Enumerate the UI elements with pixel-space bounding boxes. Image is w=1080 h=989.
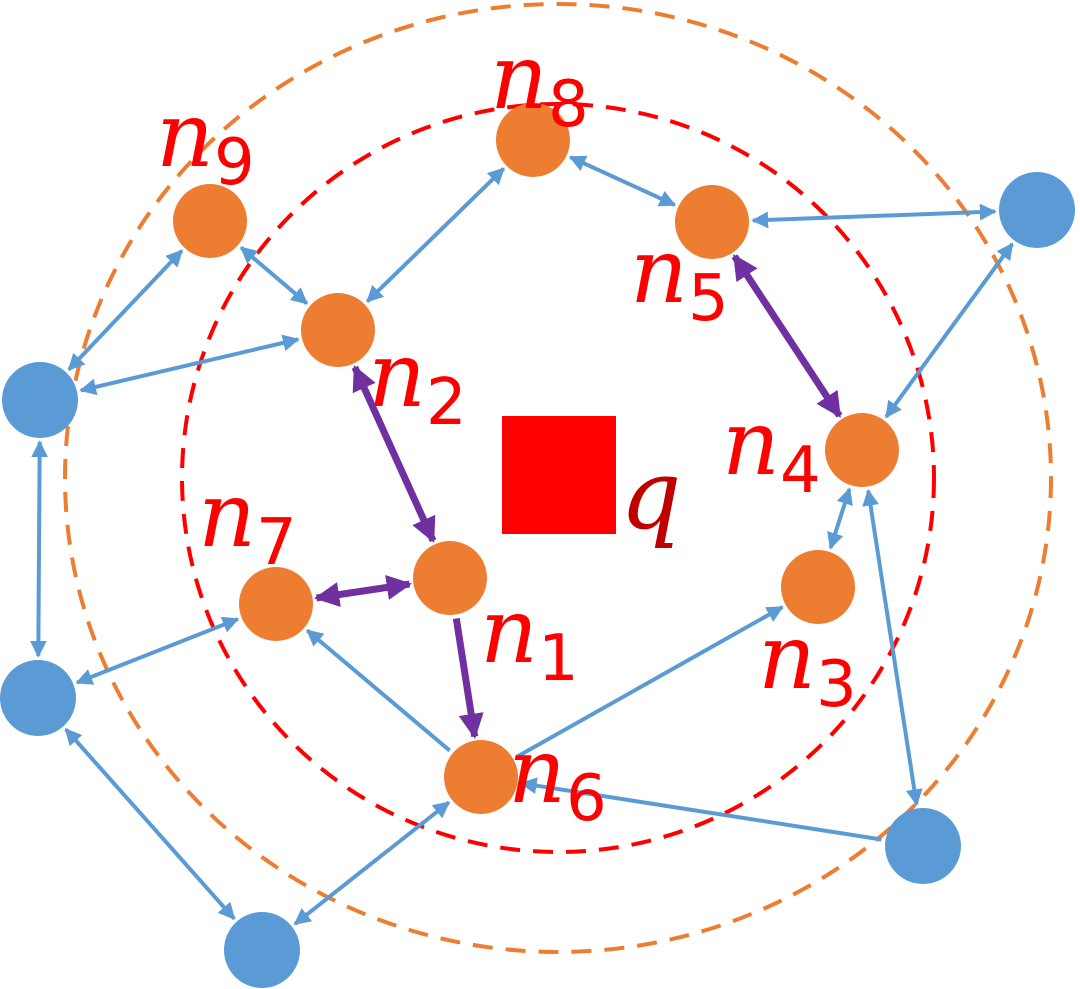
node-n6 [444, 740, 518, 814]
label-n7-sub: 7 [256, 506, 297, 580]
edge-n5-b4 [751, 203, 997, 229]
label-n6-base: n [508, 719, 566, 824]
label-n5: n5 [630, 219, 729, 336]
label-n9-base: n [156, 83, 214, 188]
label-n4-base: n [722, 391, 780, 496]
edge-n8-n2 [365, 167, 506, 303]
label-n6-sub: 6 [566, 762, 607, 836]
edge-n4-b5 [862, 488, 923, 807]
edge-n1-n7 [314, 574, 412, 608]
label-n2-base: n [368, 323, 426, 428]
inner-search-ring [180, 102, 936, 854]
edge-n9-b1 [67, 249, 184, 371]
label-n8-base: n [490, 25, 548, 130]
query-label: q [620, 439, 681, 551]
query-point [502, 416, 616, 534]
outer-search-ring [63, 2, 1053, 954]
edge-b5-n6 [519, 777, 882, 842]
node-n3 [781, 550, 855, 624]
node-n9 [173, 184, 247, 258]
label-n8-sub: 8 [548, 68, 589, 142]
edge-n1-n6 [452, 617, 484, 739]
edge-n9-n2 [239, 246, 309, 305]
label-n9-sub: 9 [214, 126, 255, 200]
edge-b1-b2 [29, 440, 49, 658]
label-n4-sub: 4 [780, 434, 821, 508]
edge-n6-n7 [306, 628, 451, 753]
edge-n2-n1 [351, 365, 437, 543]
node-n2 [301, 293, 375, 367]
node-b5 [885, 808, 961, 884]
node-n7 [239, 567, 313, 641]
edge-n5-n4 [731, 254, 843, 418]
node-n1 [413, 541, 487, 615]
label-n2: n2 [368, 323, 467, 440]
label-n9: n9 [156, 83, 255, 200]
label-n1-base: n [480, 579, 538, 684]
node-b2 [0, 660, 76, 736]
node-layer [0, 103, 1075, 988]
label-n7: n7 [198, 463, 297, 580]
label-n7-base: n [198, 463, 256, 568]
edge-n4-n3 [827, 487, 853, 550]
label-n3: n3 [758, 605, 857, 722]
edge-n7-b2 [75, 616, 240, 685]
label-n8: n8 [490, 25, 589, 142]
edge-b1-n2 [79, 334, 300, 396]
edge-b4-n4 [884, 242, 1014, 419]
edge-n6-n3 [515, 605, 784, 759]
label-n5-sub: 5 [688, 262, 729, 336]
node-n5 [675, 185, 749, 259]
edge-layer [29, 155, 1014, 926]
label-n1-sub: 1 [538, 622, 579, 696]
node-b1 [2, 362, 78, 438]
edge-b3-n6 [293, 800, 451, 926]
label-n2-sub: 2 [426, 366, 467, 440]
node-n8 [496, 103, 570, 177]
node-b4 [999, 172, 1075, 248]
label-n4: n4 [722, 391, 821, 508]
label-n6: n6 [508, 719, 607, 836]
label-n1: n1 [480, 579, 579, 696]
label-n3-sub: 3 [816, 648, 857, 722]
node-n4 [825, 413, 899, 487]
label-n3-base: n [758, 605, 816, 710]
label-n5-base: n [630, 219, 688, 324]
edge-b2-b3 [64, 728, 236, 920]
node-b3 [224, 912, 300, 988]
edge-n8-n5 [568, 155, 677, 207]
